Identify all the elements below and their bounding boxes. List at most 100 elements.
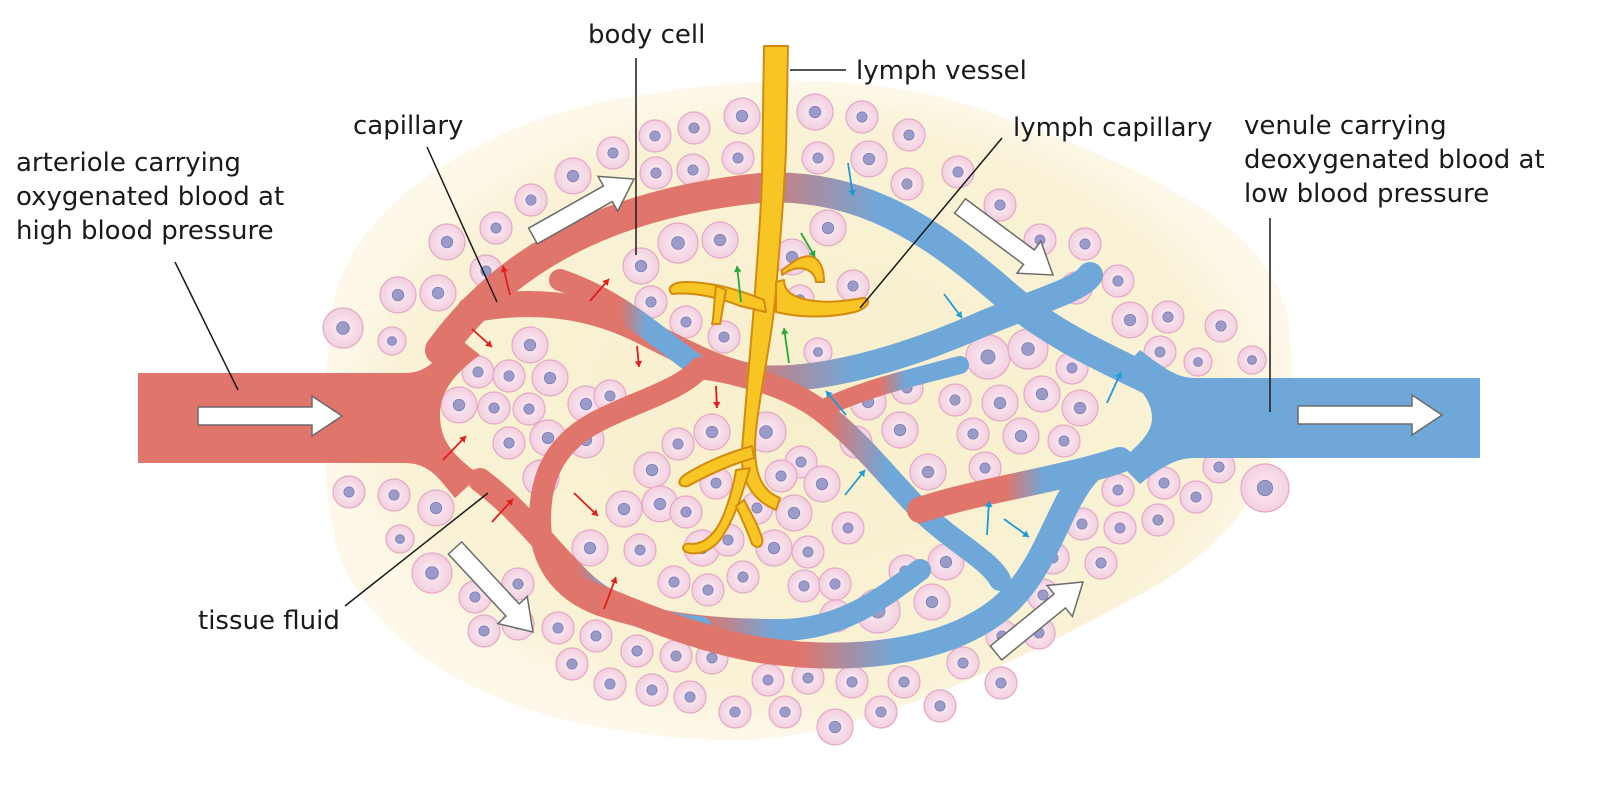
label-venule: venule carrying deoxygenated blood at lo… (1244, 111, 1545, 209)
leader-lines (174, 58, 1271, 607)
body-cell (809, 209, 847, 247)
body-cell (514, 183, 548, 217)
lymph-capillary-branch-right (775, 279, 870, 318)
body-cell (1151, 300, 1185, 334)
flow-arrow (447, 540, 534, 633)
inward-arrow-blue (847, 162, 856, 197)
inward-arrow-blue (1106, 371, 1122, 404)
lymph-vessel (740, 45, 789, 511)
body-cell (492, 426, 526, 460)
label-lymph-capillary: lymph capillary (1013, 113, 1213, 143)
body-cell (984, 666, 1018, 700)
body-cell (555, 647, 589, 681)
body-cell (801, 141, 835, 175)
body-cell (596, 136, 630, 170)
body-cell (909, 453, 947, 491)
body-cell (1061, 389, 1099, 427)
body-cell (512, 392, 546, 426)
body-cell (477, 391, 511, 425)
leader-tissue-fluid (344, 492, 489, 607)
body-cell (1084, 546, 1118, 580)
body-cell (1007, 328, 1049, 370)
body-cell (633, 451, 671, 489)
inward-arrow-blue (984, 500, 993, 536)
body-cell (661, 427, 695, 461)
body-cell (956, 417, 990, 451)
body-cell (531, 359, 569, 397)
inward-arrow-green (781, 327, 790, 364)
outward-arrow (634, 345, 643, 368)
body-cell (1240, 463, 1290, 513)
body-cell (981, 384, 1019, 422)
body-cell (622, 247, 660, 285)
body-cell (1002, 417, 1040, 455)
body-cell (983, 188, 1017, 222)
label-capillary: capillary (353, 111, 464, 141)
leader-arteriole (174, 261, 239, 391)
body-cell (768, 695, 802, 729)
body-cell (892, 118, 926, 152)
body-cell (1143, 335, 1177, 369)
leader-lymph-capillary (859, 137, 1003, 309)
body-cell (677, 111, 711, 145)
body-cell (816, 708, 854, 746)
body-cell (1204, 309, 1238, 343)
flow-arrow (197, 394, 344, 438)
body-cell (726, 560, 760, 594)
body-cell (657, 222, 699, 264)
label-arteriole: arteriole carrying oxygenated blood at h… (16, 148, 285, 246)
body-cell (1237, 345, 1267, 375)
outward-arrow (471, 328, 493, 348)
body-cell (379, 276, 417, 314)
body-cell (803, 465, 841, 503)
body-cell (923, 689, 957, 723)
body-cell (775, 494, 813, 532)
lymph-vessel-network (668, 45, 870, 555)
lymph-capillary-branch-upper-right (781, 255, 825, 283)
body-cell (887, 665, 921, 699)
inward-arrow-blue (1003, 518, 1030, 538)
flow-arrow (989, 581, 1085, 662)
lymph-capillary-branch-left-low (678, 445, 755, 488)
body-cell (579, 619, 613, 653)
body-cell (913, 583, 951, 621)
body-cell (669, 495, 703, 529)
inward-arrow-blue (825, 390, 847, 416)
body-cell (541, 611, 575, 645)
body-cell (1023, 375, 1061, 413)
body-cell (620, 634, 654, 668)
body-cell (676, 153, 710, 187)
outward-arrow (712, 385, 721, 409)
body-cell (419, 274, 457, 312)
body-cell (1068, 227, 1102, 261)
body-cell (835, 665, 869, 699)
outward-arrow (603, 576, 618, 610)
body-cell (1101, 473, 1135, 507)
flow-arrow (1297, 393, 1444, 437)
body-cell (440, 386, 478, 424)
body-cell (1141, 503, 1175, 537)
label-tissue-fluid: tissue fluid (198, 606, 340, 636)
body-cell (850, 140, 888, 178)
body-cell (938, 383, 972, 417)
body-cell (1101, 264, 1135, 298)
outward-arrow (573, 492, 599, 517)
body-cells (322, 93, 1290, 746)
body-cell (818, 567, 852, 601)
blood-flow-arrows (197, 175, 1444, 662)
label-body-cell: body cell (588, 20, 706, 50)
body-cell (1179, 480, 1213, 514)
body-cell (691, 573, 725, 607)
body-cell (946, 646, 980, 680)
body-cell (693, 413, 731, 451)
body-cell (639, 156, 673, 190)
body-cell (787, 569, 821, 603)
body-cell (1183, 347, 1213, 377)
body-cell (791, 535, 825, 569)
body-cell (411, 552, 453, 594)
body-cell (718, 695, 752, 729)
body-cell (836, 269, 870, 303)
body-cell (635, 673, 669, 707)
body-cell (554, 157, 592, 195)
